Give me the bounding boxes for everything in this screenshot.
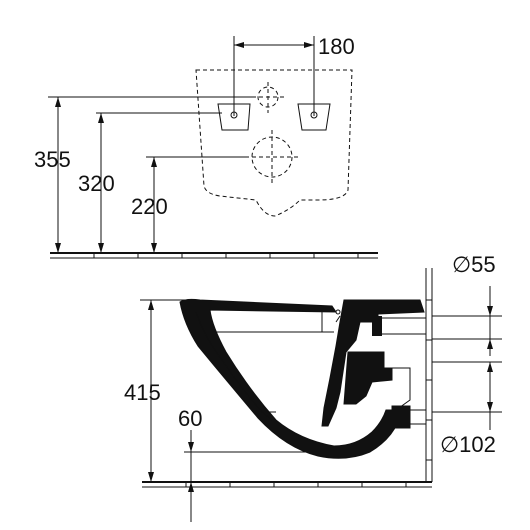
dimension-355: 355: [34, 147, 71, 172]
mount-bracket-left: [217, 103, 251, 131]
trapway-block: [321, 299, 425, 427]
dimension-220: 220: [131, 194, 168, 219]
dimension-60: 60: [178, 406, 202, 431]
dimension-180: 180: [318, 34, 355, 59]
bowl-shell: [179, 298, 399, 459]
outlet-circle: [251, 136, 293, 178]
mount-bracket-right: [297, 103, 331, 131]
side-view: 415 60 ∅55 ∅102: [124, 252, 502, 522]
dimension-inlet-diameter: ∅55: [452, 252, 496, 277]
outlet-horn: [343, 351, 393, 405]
dimension-320: 320: [78, 171, 115, 196]
front-view: 180 355 320 220: [34, 34, 378, 259]
dimension-415: 415: [124, 380, 161, 405]
front-bowl-outline: [195, 69, 353, 217]
outlet-pipe: [391, 405, 411, 429]
inlet-stub: [372, 316, 382, 336]
dimension-outlet-diameter: ∅102: [440, 432, 496, 457]
